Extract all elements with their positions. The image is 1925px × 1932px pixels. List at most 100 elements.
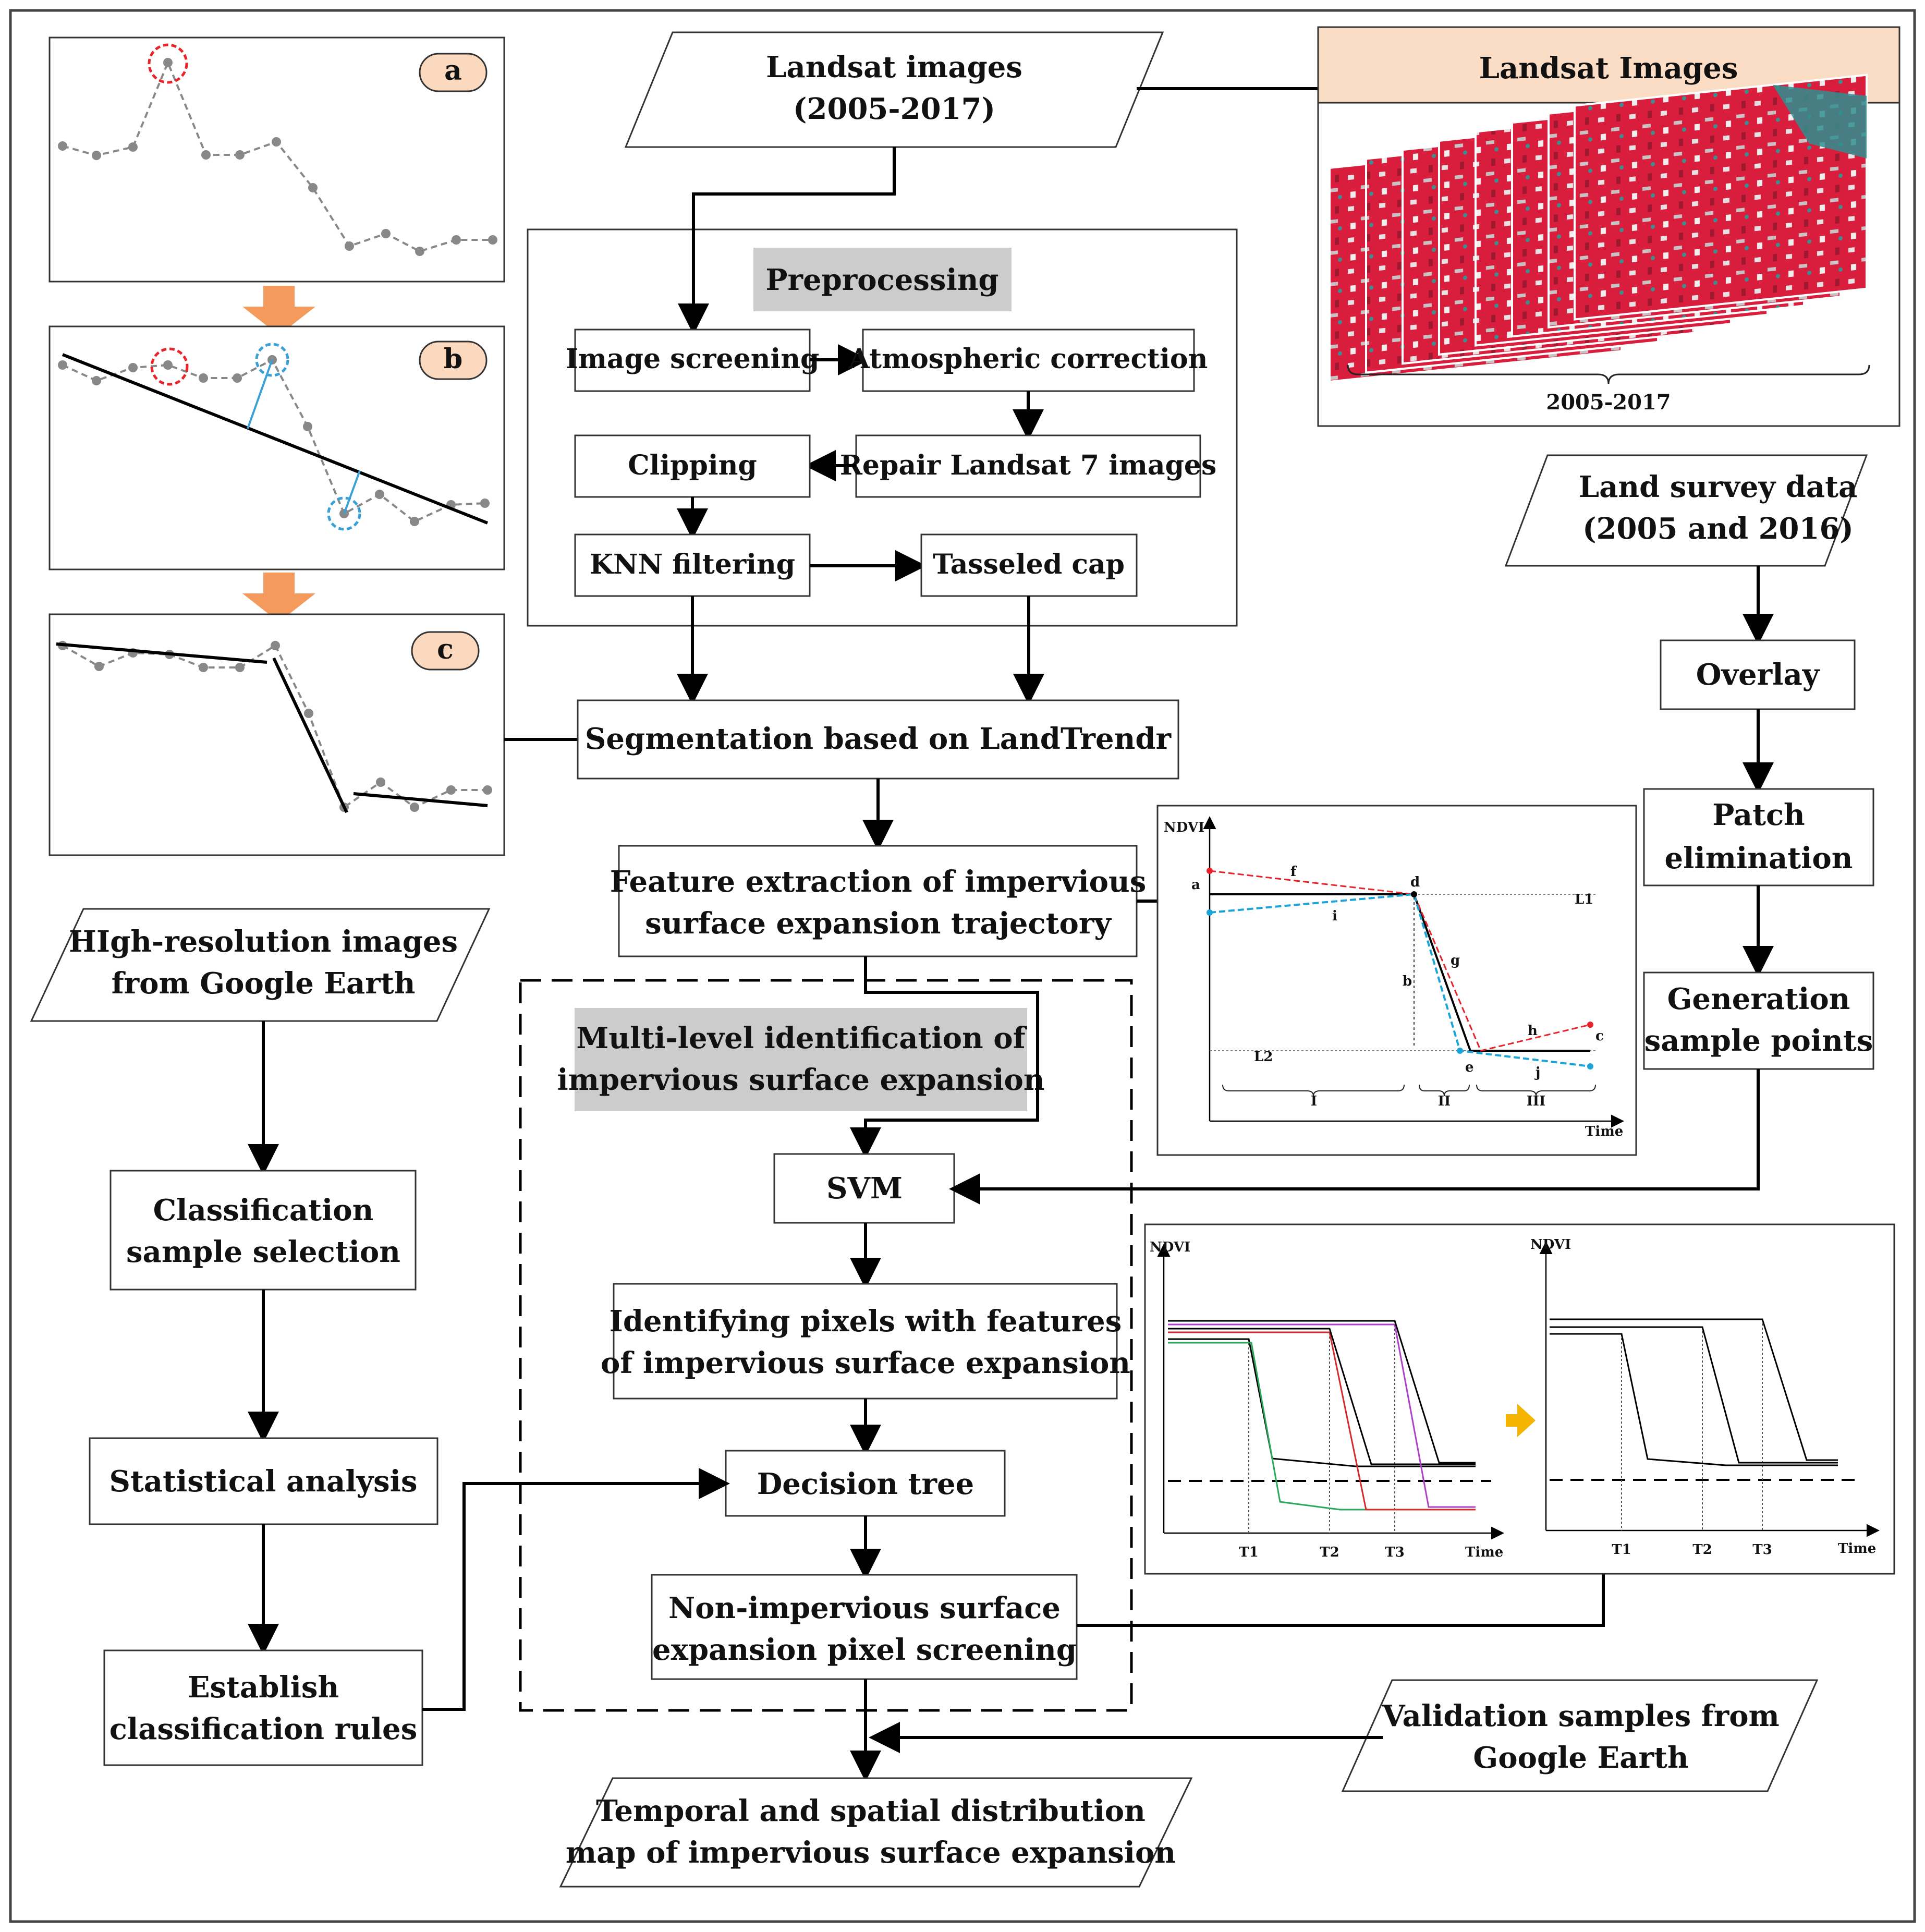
overlay-node: Overlay [1660,639,1856,710]
svg-text:Landsat Images: Landsat Images [1479,51,1738,86]
svg-text:NDVI: NDVI [1164,820,1204,835]
badge-c [411,631,480,671]
svg-text:T1: T1 [1239,1545,1258,1560]
svg-text:Feature extraction of impervio: Feature extraction of impervious [610,865,1146,899]
svg-text:Time: Time [1838,1541,1876,1557]
connector-line [1077,1574,1605,1627]
svg-text:of impervious surface expansio: of impervious surface expansion [601,1346,1130,1380]
svg-text:Time: Time [1585,1124,1623,1139]
preprocessing-header: Preprocessing [753,248,1012,311]
svg-text:Landsat images: Landsat images [766,50,1022,84]
svg-text:NDVI: NDVI [1530,1237,1571,1253]
trajectory-chart: NDVI Time L1 L2 a b c d e f g h i j I II… [1156,805,1637,1156]
svg-text:f: f [1290,864,1297,880]
svg-text:III: III [1527,1093,1546,1109]
svg-text:Google Earth: Google Earth [1473,1741,1688,1775]
svg-text:(2005-2017): (2005-2017) [793,92,995,126]
multilevel-container [519,979,1133,1712]
screening-chart-before: NDVI Time T1 T2 T3 [1150,1240,1504,1560]
segmentation-node: Segmentation based on LandTrendr [577,699,1179,780]
svg-text:sample points: sample points [1644,1024,1873,1058]
landsat-images-input: Landsat images (2005-2017) [624,31,1164,148]
establish-rules-node: Establish classification rules [103,1649,423,1766]
panel-c: c [48,613,505,856]
svg-text:elimination: elimination [1665,841,1853,876]
badge-a [419,53,488,92]
svg-text:map of impervious surface expa: map of impervious surface expansion [566,1836,1176,1870]
outer-frame [9,9,1916,1923]
high-resolution-input: HIgh-resolution images from Google Earth [30,908,491,1022]
svg-text:NDVI: NDVI [1150,1240,1190,1255]
patch-elimination-node: Patch elimination [1643,788,1874,886]
blue-circle-icon [327,496,361,531]
flow-arrow [949,1069,1760,1205]
svg-text:SVM: SVM [826,1171,903,1206]
svg-text:Generation: Generation [1667,982,1850,1016]
svg-text:a: a [1191,877,1200,893]
svg-text:T1: T1 [1612,1542,1631,1558]
svg-text:KNN filtering: KNN filtering [590,549,795,580]
svg-text:h: h [1528,1023,1538,1039]
svg-text:T2: T2 [1692,1542,1712,1558]
svg-text:Repair Landsat 7 images: Repair Landsat 7 images [840,449,1217,481]
svg-text:j: j [1534,1065,1540,1080]
flow-arrow [850,956,1039,1159]
svg-text:L2: L2 [1254,1049,1273,1065]
svg-text:sample selection: sample selection [126,1235,400,1269]
right-arrow-icon [1506,1404,1536,1437]
svg-text:b: b [1403,974,1412,989]
svg-text:Validation samples from: Validation samples from [1382,1699,1780,1733]
svg-text:Preprocessing: Preprocessing [765,263,998,297]
svg-text:Tasseled cap: Tasseled cap [933,549,1125,580]
svg-text:expansion pixel screening: expansion pixel screening [652,1633,1077,1667]
generation-sample-node: Generation sample points [1643,971,1874,1070]
atmospheric-correction-node: Atmospheric correction [848,329,1208,392]
svg-text:Establish: Establish [188,1670,339,1705]
non-impervious-node: Non-impervious surface expansion pixel s… [651,1574,1078,1680]
svg-text:L1: L1 [1575,892,1593,907]
svg-text:II: II [1438,1093,1451,1109]
badge-b-label: b [444,343,462,375]
badge-b [419,341,488,380]
svg-text:d: d [1410,874,1420,890]
landsat-images-panel: Landsat Images 2005-2017 [1317,26,1900,427]
brace-icon [1347,364,1870,384]
satellite-stack-image [1329,74,1868,383]
down-arrow-icon [242,286,315,335]
svg-text:Identifying pixels with featur: Identifying pixels with features [610,1304,1122,1339]
svg-text:e: e [1465,1060,1474,1075]
repair-landsat-node: Repair Landsat 7 images [840,434,1217,498]
svg-text:(2005 and 2016): (2005 and 2016) [1582,512,1854,546]
svg-text:from Google Earth: from Google Earth [112,966,416,1001]
svg-text:g: g [1451,953,1460,968]
badge-c-label: c [437,634,454,665]
svg-text:Land survey data: Land survey data [1579,470,1858,504]
identifying-pixels-node: Identifying pixels with features of impe… [601,1283,1130,1400]
svg-text:classification rules: classification rules [109,1712,417,1746]
validation-samples-input: Validation samples from Google Earth [1341,1679,1819,1792]
decision-tree-node: Decision tree [725,1450,1006,1517]
svm-node: SVM [773,1153,955,1224]
svg-text:T2: T2 [1320,1545,1339,1560]
svg-text:Atmospheric correction: Atmospheric correction [848,343,1208,375]
screening-chart-after: NDVI Time T1 T2 T3 [1530,1237,1880,1558]
svg-text:surface expansion trajectory: surface expansion trajectory [645,906,1112,941]
svg-text:Classification: Classification [153,1193,374,1228]
svg-text:i: i [1332,908,1337,924]
screening-charts-panel: NDVI Time T1 T2 T3 NDVI Time [1144,1223,1895,1575]
badge-a-label: a [444,55,462,87]
red-circle-icon [150,347,189,386]
land-survey-input: Land survey data (2005 and 2016) [1504,454,1868,567]
knn-filtering-node: KNN filtering [574,533,811,597]
panel-b: b [48,325,505,570]
tasseled-cap-node: Tasseled cap [920,533,1138,597]
svg-text:Overlay: Overlay [1696,658,1820,692]
svg-text:Image screening: Image screening [566,343,820,375]
svg-text:Statistical analysis: Statistical analysis [109,1464,418,1499]
flow-arrow [422,1468,730,1711]
svg-text:Clipping: Clipping [628,449,757,481]
svg-text:T3: T3 [1752,1542,1772,1558]
svg-text:Patch: Patch [1712,798,1805,832]
svg-text:I: I [1311,1093,1317,1109]
svg-text:Segmentation based on LandTren: Segmentation based on LandTrendr [585,722,1172,756]
